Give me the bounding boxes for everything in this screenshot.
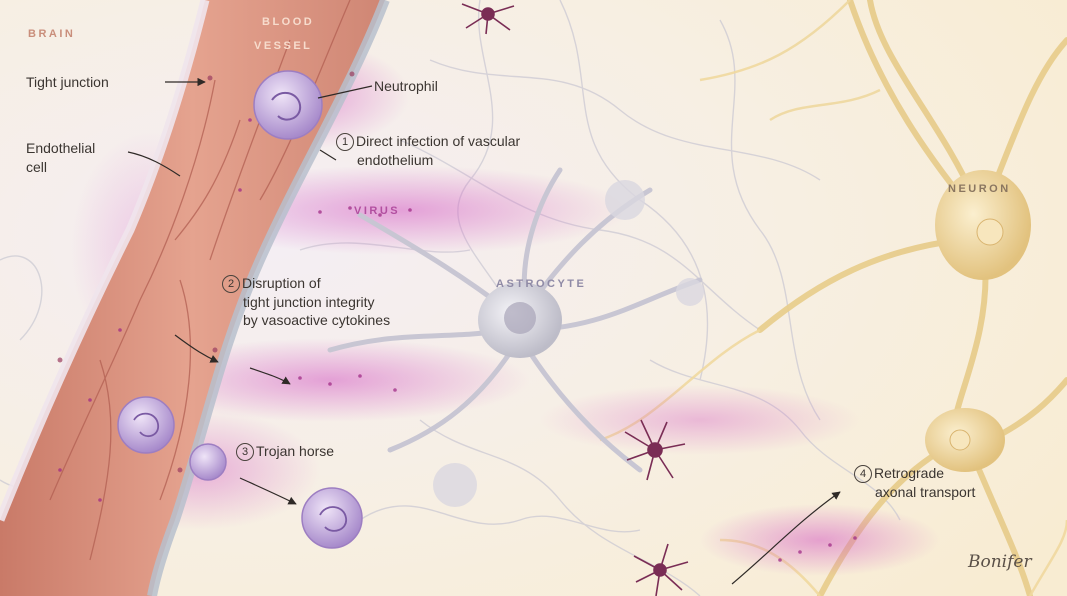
- leukocyte-cell: [118, 397, 174, 453]
- region-label-neuron: NEURON: [948, 183, 1011, 195]
- step-text: tight junction integrity: [222, 293, 390, 311]
- step-text: axonal transport: [854, 483, 975, 501]
- step-text: Trojan horse: [256, 443, 334, 459]
- region-label-astrocyte: ASTROCYTE: [496, 278, 586, 290]
- step-text: Retrograde: [874, 465, 944, 481]
- step-number: 2: [222, 275, 240, 293]
- leukocyte-cell: [190, 444, 226, 480]
- step-number: 3: [236, 443, 254, 461]
- neutrophil-cell: [254, 71, 322, 139]
- region-label-virus: VIRUS: [354, 205, 400, 217]
- step-text: Disruption of: [242, 275, 321, 291]
- label-tight-junction: Tight junction: [26, 74, 109, 91]
- step-1-direct-infection: 1Direct infection of vascular endotheliu…: [336, 132, 520, 169]
- label-neutrophil: Neutrophil: [374, 78, 438, 95]
- step-text: by vasoactive cytokines: [222, 311, 390, 329]
- label-endothelial-cell-2: cell: [26, 159, 47, 176]
- step-text: endothelium: [336, 151, 520, 169]
- step-4-retrograde-transport: 4Retrograde axonal transport: [854, 464, 975, 501]
- step-text: Direct infection of vascular: [356, 133, 520, 149]
- region-label-blood-vessel-2: VESSEL: [254, 40, 312, 52]
- step-number: 1: [336, 133, 354, 151]
- step-2-tight-junction-disruption: 2Disruption of tight junction integrity …: [222, 274, 390, 329]
- label-endothelial-cell: Endothelial: [26, 140, 95, 157]
- step-3-trojan-horse: 3Trojan horse: [236, 442, 334, 461]
- artist-signature: Bonifer: [968, 552, 1032, 572]
- step-number: 4: [854, 465, 872, 483]
- region-label-blood-vessel: BLOOD: [262, 16, 314, 28]
- neutrophil-group: [254, 71, 322, 139]
- region-label-brain: BRAIN: [28, 28, 75, 40]
- leukocyte-cell: [302, 488, 362, 548]
